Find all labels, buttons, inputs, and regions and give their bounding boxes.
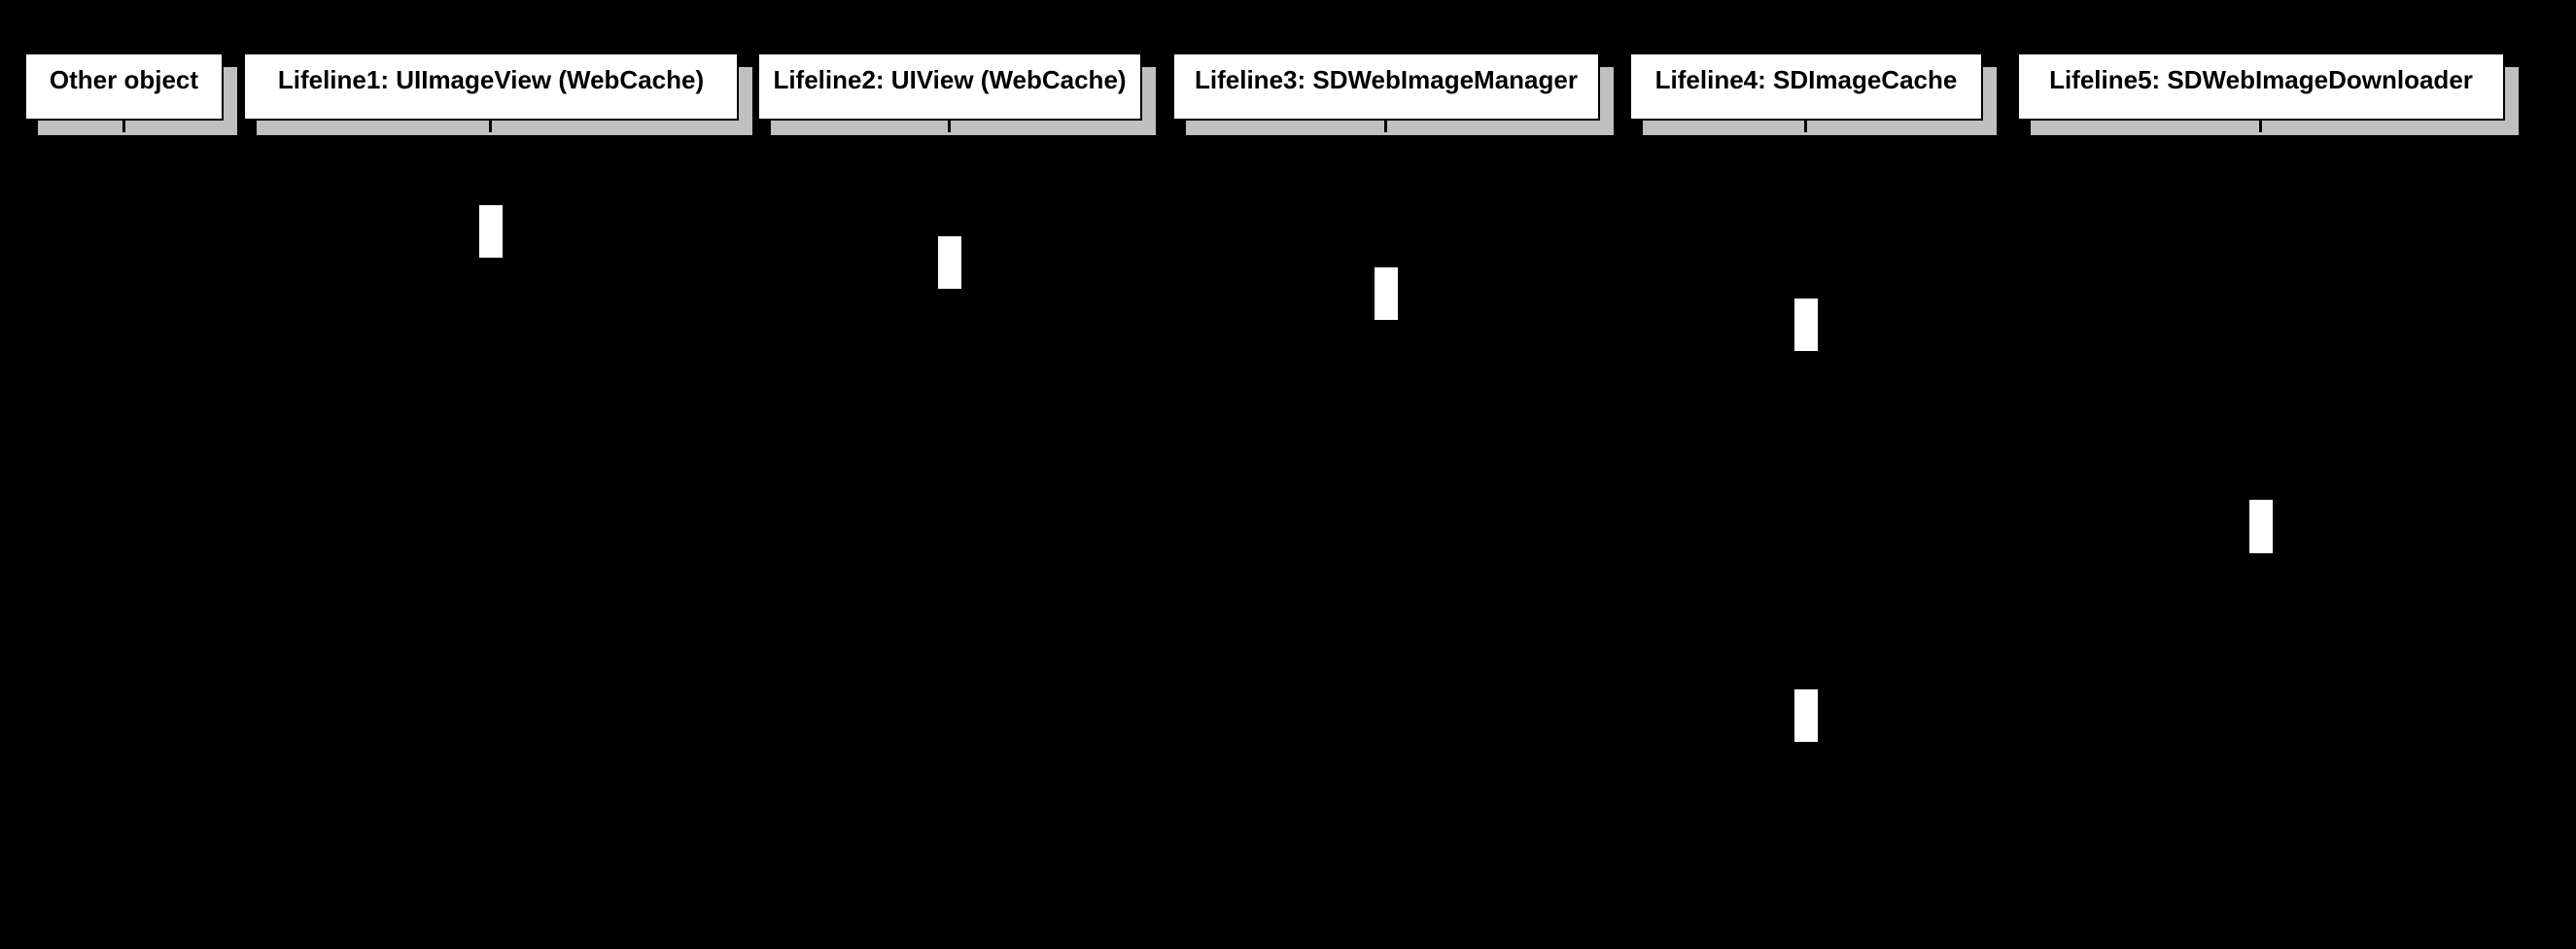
activation-bar-lifeline2	[938, 236, 961, 289]
participant-label: Other object	[49, 65, 199, 94]
lifeline-tick-lifeline4	[1804, 121, 1807, 132]
participant-box-lifeline3: Lifeline3: SDWebImageManager	[1172, 53, 1600, 121]
participant-label: Lifeline4: SDImageCache	[1654, 65, 1958, 94]
activation-bar-lifeline4-second	[1794, 689, 1818, 742]
activation-bar-lifeline1	[479, 205, 503, 258]
lifeline-tick-lifeline3	[1384, 121, 1387, 132]
lifeline-tick-lifeline2	[948, 121, 951, 132]
participant-box-other-object: Other object	[24, 53, 224, 121]
participant-label: Lifeline5: SDWebImageDownloader	[2049, 65, 2473, 94]
participant-box-lifeline5: Lifeline5: SDWebImageDownloader	[2017, 53, 2505, 121]
participant-box-lifeline1: Lifeline1: UIImageView (WebCache)	[243, 53, 739, 121]
participant-label: Lifeline1: UIImageView (WebCache)	[277, 65, 705, 94]
lifeline-tick-lifeline1	[489, 121, 492, 132]
participant-box-lifeline2: Lifeline2: UIView (WebCache)	[757, 53, 1142, 121]
participant-box-lifeline4: Lifeline4: SDImageCache	[1629, 53, 1983, 121]
participant-label: Lifeline3: SDWebImageManager	[1195, 65, 1578, 94]
lifeline-tick-lifeline5	[2259, 121, 2262, 132]
activation-bar-lifeline3	[1375, 267, 1398, 320]
activation-bar-lifeline4-first	[1794, 299, 1818, 351]
activation-bar-lifeline5	[2249, 500, 2273, 553]
lifeline-tick-other-object	[122, 121, 125, 132]
participant-label: Lifeline2: UIView (WebCache)	[773, 65, 1127, 94]
